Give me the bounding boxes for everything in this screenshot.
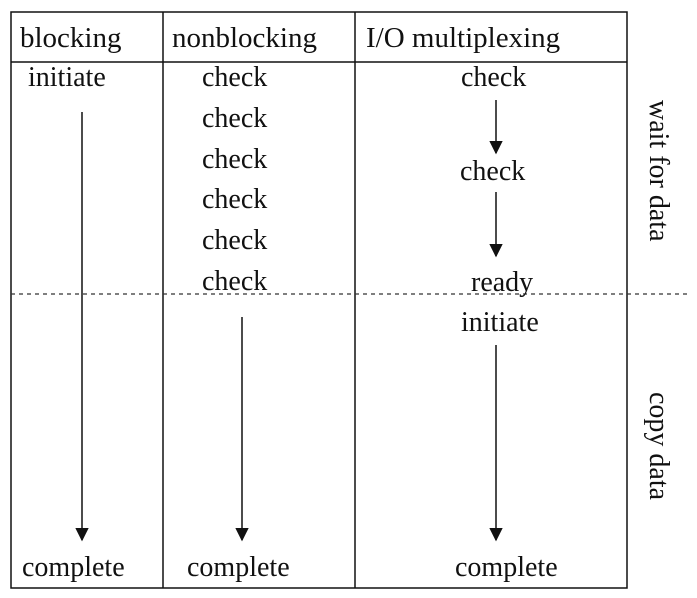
nonblocking-check: check	[202, 184, 268, 215]
nonblocking-check: check	[202, 103, 268, 134]
multiplexing-ready: ready	[471, 267, 534, 298]
blocking-initiate: initiate	[28, 62, 106, 93]
header-io-multiplexing: I/O multiplexing	[366, 22, 561, 54]
phase-label-copy-data: copy data	[643, 392, 674, 501]
multiplexing-initiate: initiate	[461, 307, 539, 338]
phase-label-wait-for-data: wait for data	[643, 100, 674, 242]
header-blocking: blocking	[20, 22, 122, 54]
nonblocking-check: check	[202, 266, 268, 297]
nonblocking-check: check	[202, 225, 268, 256]
multiplexing-check-1: check	[461, 62, 527, 93]
nonblocking-check: check	[202, 144, 268, 175]
blocking-complete: complete	[22, 552, 125, 583]
multiplexing-complete: complete	[455, 552, 558, 583]
header-nonblocking: nonblocking	[172, 22, 317, 54]
nonblocking-complete: complete	[187, 552, 290, 583]
table-border	[10, 11, 628, 589]
multiplexing-check-2: check	[460, 156, 526, 187]
nonblocking-check: check	[202, 62, 268, 93]
